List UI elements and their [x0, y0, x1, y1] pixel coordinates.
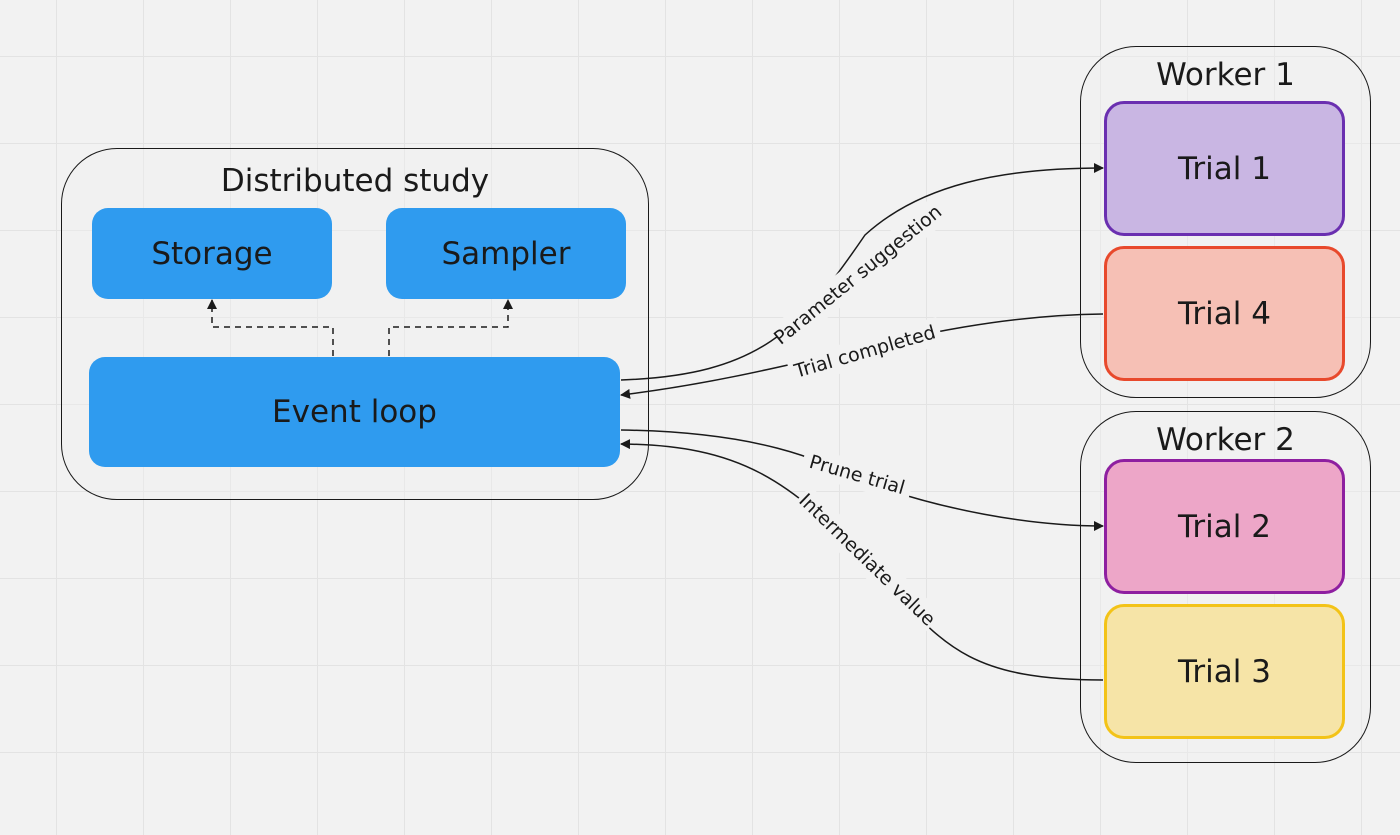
trial-completed-label: Trial completed: [791, 321, 938, 383]
event-loop-to-storage-connector: [207, 299, 334, 356]
sampler-node[interactable]: Sampler: [386, 208, 626, 299]
trial-1-node[interactable]: Trial 1: [1104, 101, 1345, 236]
event-loop-to-sampler-connector: [388, 299, 513, 356]
event-loop-node[interactable]: Event loop: [89, 357, 620, 467]
trial-2-node[interactable]: Trial 2: [1104, 459, 1345, 594]
storage-node[interactable]: Storage: [92, 208, 332, 299]
trial-3-node[interactable]: Trial 3: [1104, 604, 1345, 739]
worker-2-title: Worker 2: [1156, 422, 1295, 458]
distributed-study-title: Distributed study: [220, 163, 490, 199]
trial-4-node[interactable]: Trial 4: [1104, 246, 1345, 381]
intermediate-value-label: Intermediate value: [794, 489, 939, 630]
prune-trial-label: Prune trial: [807, 451, 907, 499]
parameter-suggestion-arrow: [620, 163, 1104, 381]
worker-1-title: Worker 1: [1156, 57, 1295, 93]
